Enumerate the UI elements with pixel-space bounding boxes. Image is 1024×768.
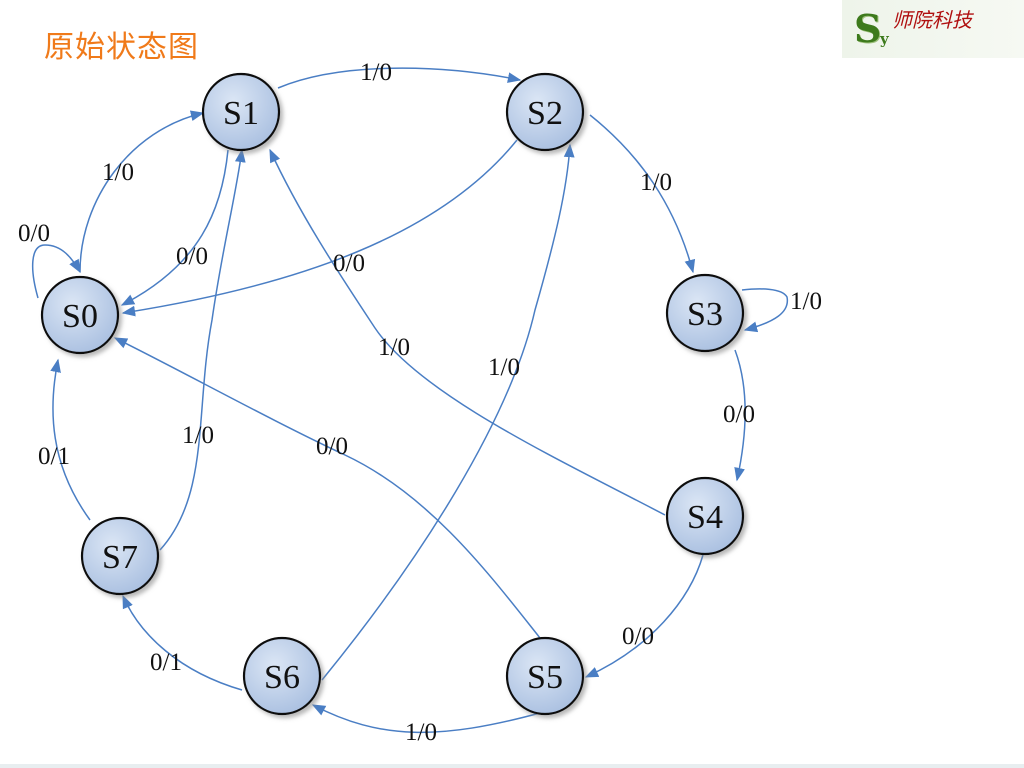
slide-title: 原始状态图 [44,30,199,65]
edge-label-s2-s3: 1/0 [640,169,672,196]
edge-label-s3-s4: 0/0 [723,401,755,428]
node-s6-label: S6 [264,659,300,696]
edge-s2-s0 [121,139,518,317]
edge-s3-s4 [734,349,746,482]
edge-label-s6-s7: 0/1 [150,649,182,676]
edge-s4-s5 [584,554,704,678]
nodes: S0 S1 S2 S3 S4 S5 S6 S7 [40,72,745,716]
node-s3: S3 [665,273,745,353]
node-s1-label: S1 [223,95,259,132]
node-s5-label: S5 [527,659,563,696]
edge-label-s0-self: 0/0 [18,220,50,247]
edge-labels: 1/0 1/0 0/0 0/0 0/0 1/0 1/0 1/0 1/0 0/0 … [18,59,822,746]
edge-s0-self [31,244,81,299]
edge-s4-s1 [269,148,666,516]
node-s0: S0 [40,275,120,355]
node-s2-label: S2 [527,95,563,132]
logo-letter-s: S [854,6,882,51]
edge-label-s7-s1: 1/0 [182,422,214,449]
edge-label-s1-s0: 0/0 [176,243,208,270]
edge-label-s1-s2: 1/0 [360,59,392,86]
node-s3-label: S3 [687,296,723,333]
node-s2: S2 [505,72,585,152]
node-s7-label: S7 [102,539,138,576]
edge-label-s4-s5: 0/0 [622,623,654,650]
edge-label-s4-s1: 1/0 [378,334,410,361]
node-s4-label: S4 [687,499,723,536]
edge-s7-s1 [159,148,246,551]
edge-s0-s1 [79,110,205,273]
edge-label-s7-s0: 0/1 [38,443,70,470]
edge-s7-s0 [50,358,91,521]
edge-s6-s7 [122,594,243,691]
node-s6: S6 [242,636,322,716]
edge-label-s6-s2: 1/0 [488,354,520,381]
logo-text: 师院科技 [892,8,972,32]
edge-s2-s3 [589,114,696,274]
edge-s1-s2 [277,67,522,89]
edges [31,67,789,734]
logo: S y 师院科技 [842,0,1024,58]
node-s1: S1 [201,72,281,152]
footer-divider [0,764,1024,768]
edge-s5-s0 [113,337,541,639]
edge-label-s5-s6: 1/0 [405,719,437,746]
edge-s6-s2 [321,143,575,681]
logo-letter-y: y [880,30,889,48]
edge-label-s2-s0: 0/0 [333,250,365,277]
edge-label-s5-s0: 0/0 [316,433,348,460]
edge-s1-s0 [120,149,229,306]
node-s5: S5 [505,636,585,716]
node-s4: S4 [665,476,745,556]
node-s0-label: S0 [62,298,98,335]
edge-s3-self [741,288,789,333]
edge-s5-s6 [311,704,541,734]
edge-label-s3-self: 1/0 [790,288,822,315]
node-s7: S7 [80,516,160,596]
edge-label-s0-s1: 1/0 [102,159,134,186]
